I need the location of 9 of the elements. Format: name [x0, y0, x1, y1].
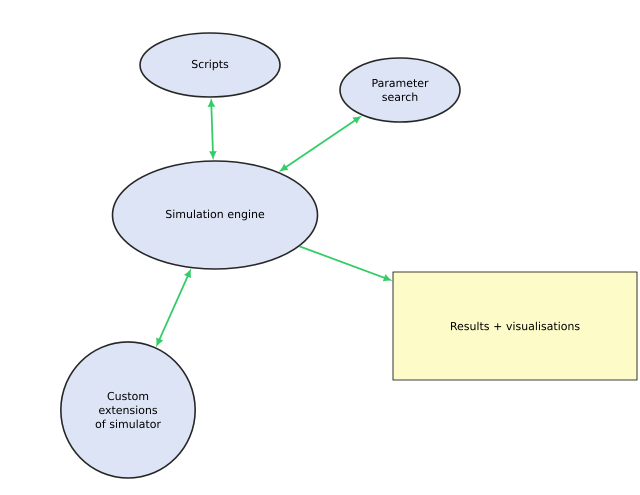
arrow: [299, 246, 391, 282]
process-box: Results + visualisations: [392, 272, 638, 380]
ellipse-node: Simulation engine: [112, 160, 318, 270]
ellipse-node: Scripts: [139, 32, 281, 98]
arrow: [156, 270, 191, 346]
arrow: [280, 116, 360, 172]
ellipse-node: Custom extensions of simulator: [60, 341, 196, 479]
arrow: [208, 100, 216, 158]
ellipse-node: Parameter search: [339, 57, 461, 123]
